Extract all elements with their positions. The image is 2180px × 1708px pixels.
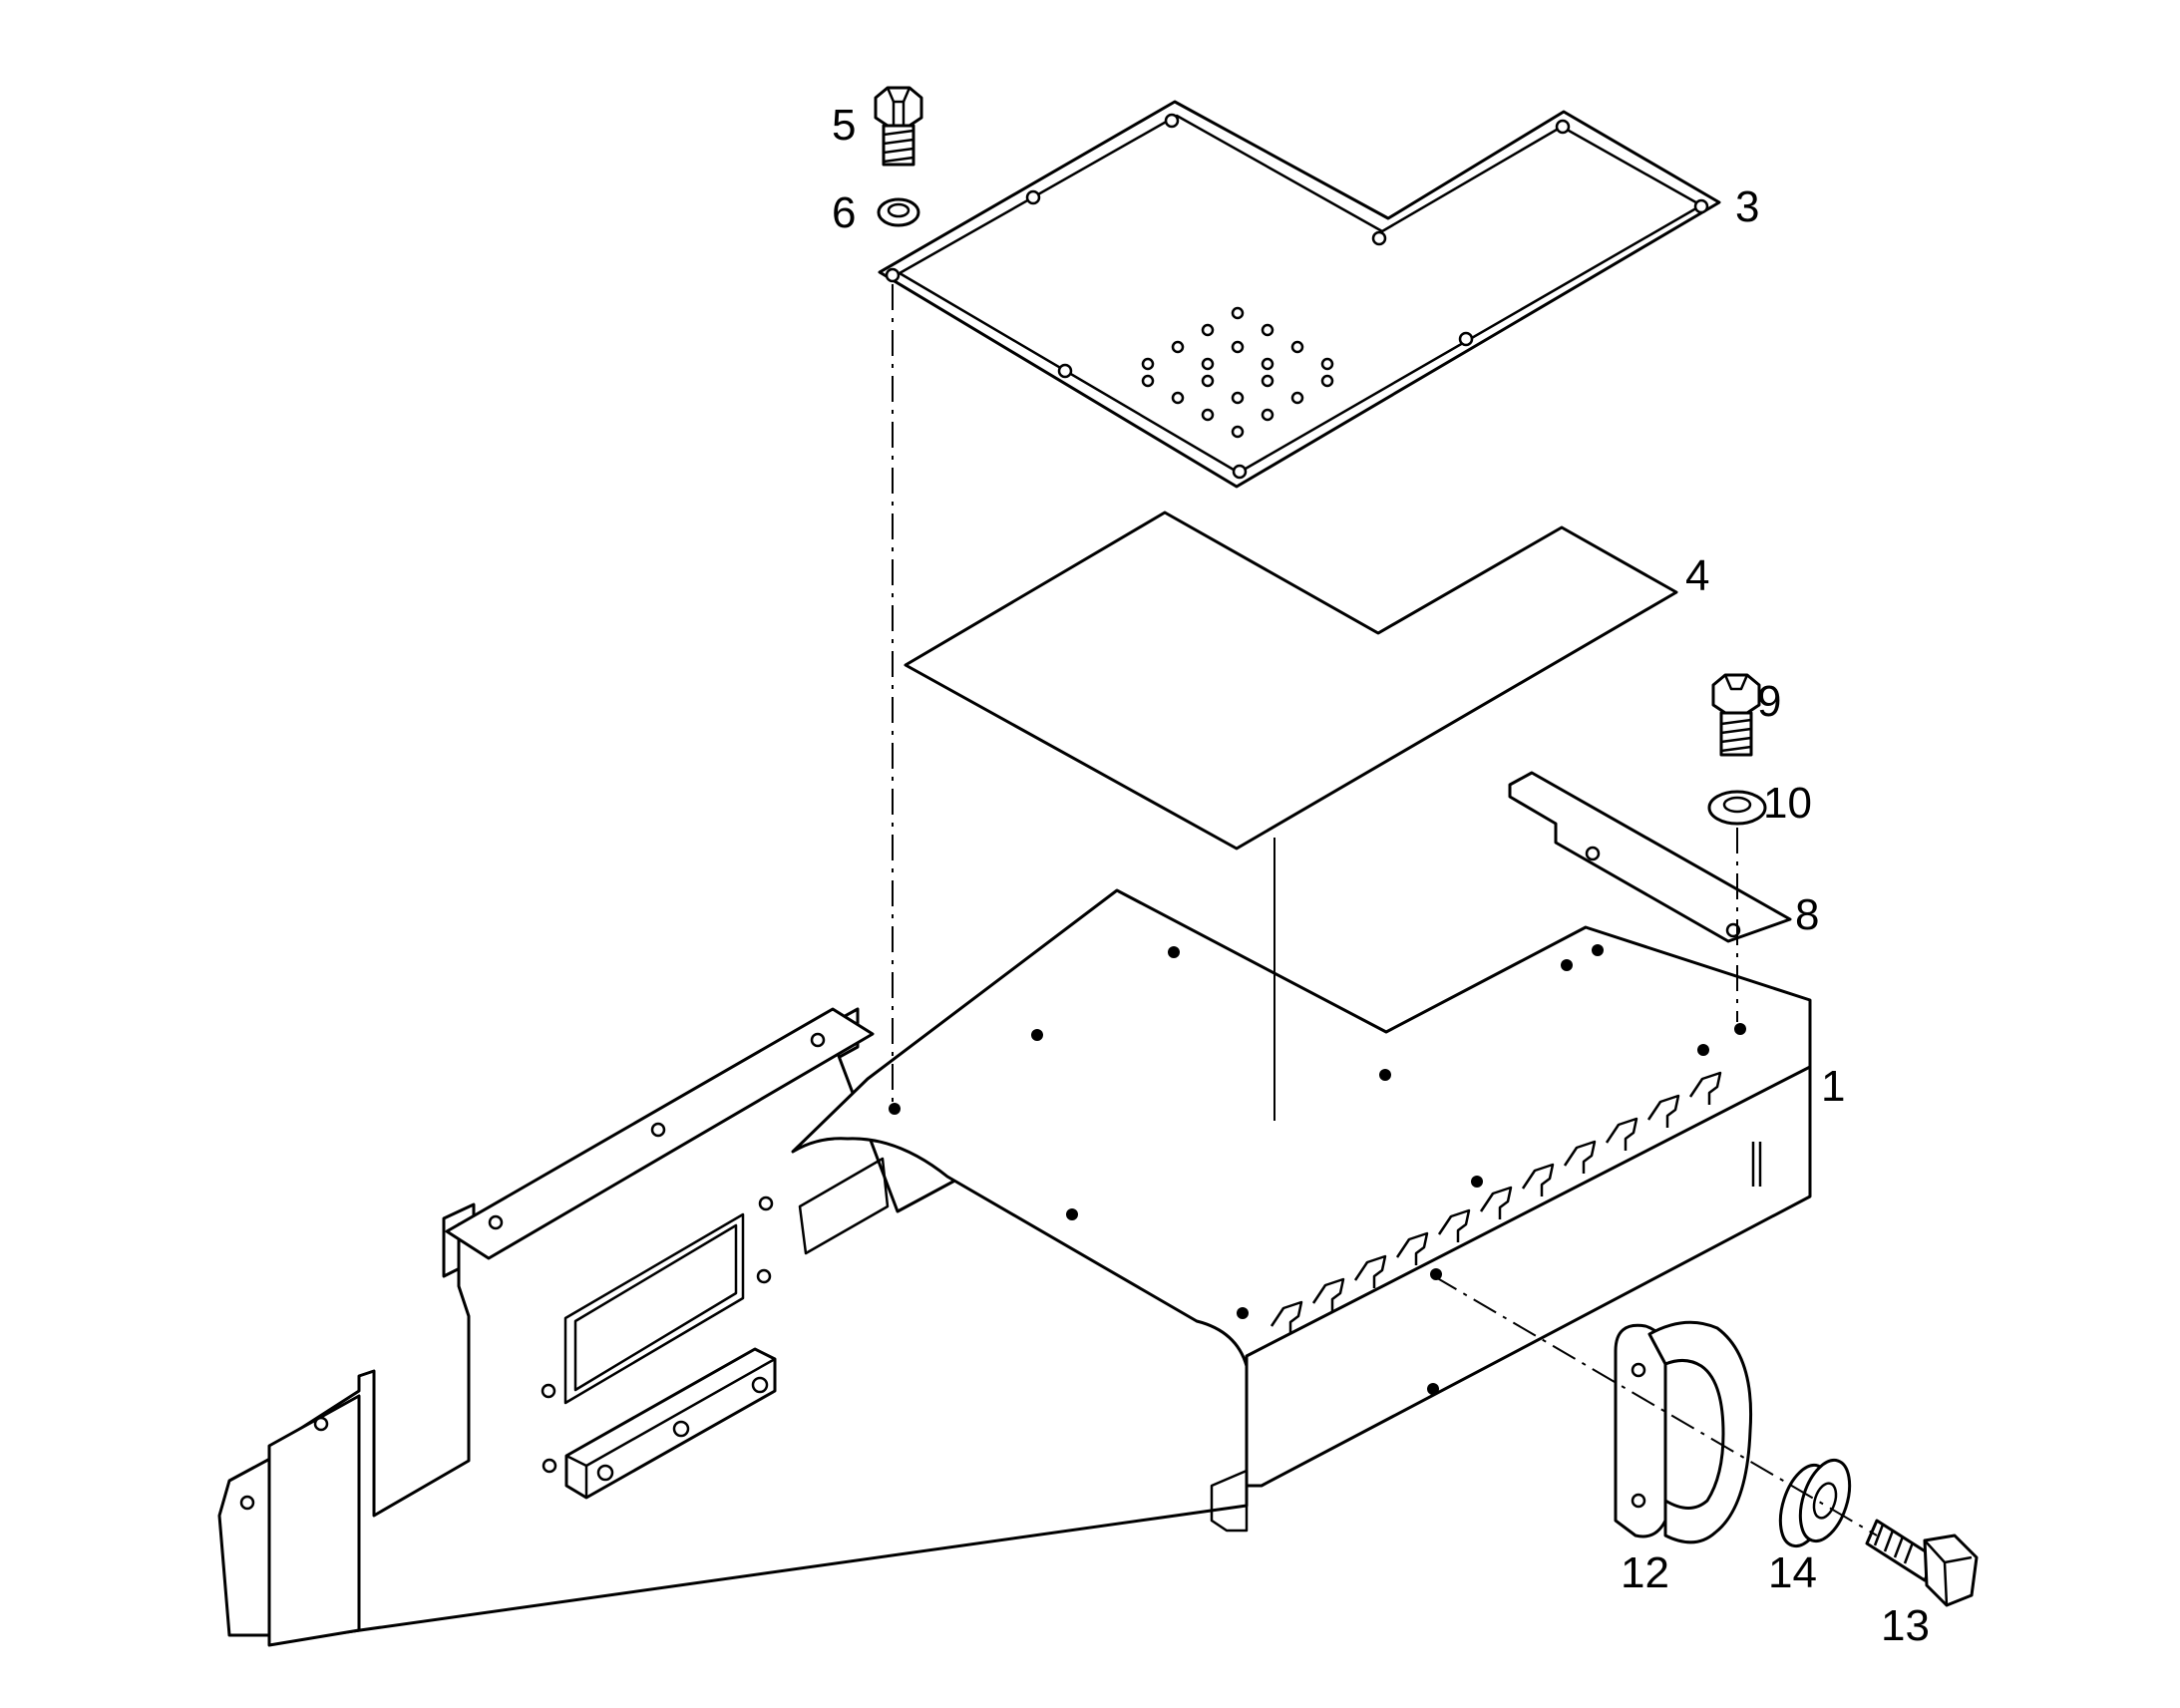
callouts: 1 3 4 5 6 8 9 10 12 13 14 — [832, 101, 1930, 1650]
callout-14: 14 — [1768, 1548, 1817, 1597]
mounting-strip-part-8 — [1508, 771, 1792, 943]
callout-10: 10 — [1763, 779, 1812, 828]
callout-6: 6 — [832, 188, 856, 237]
vent-hole-pattern — [1141, 306, 1334, 439]
bolt-part-9 — [1711, 673, 1761, 757]
assembly-axes — [892, 284, 1878, 1537]
spacer-part-14 — [1778, 1458, 1852, 1548]
callout-3: 3 — [1735, 182, 1759, 231]
callout-5: 5 — [832, 101, 856, 150]
callout-9: 9 — [1757, 677, 1781, 726]
bolt-part-13 — [1865, 1519, 1979, 1607]
callout-8: 8 — [1795, 890, 1819, 939]
housing-part-1 — [217, 888, 1812, 1647]
bolt-part-5 — [874, 86, 923, 167]
callout-13: 13 — [1881, 1601, 1930, 1650]
washer-part-10 — [1707, 790, 1767, 826]
gasket-sheet-part-4 — [904, 511, 1678, 851]
callout-12: 12 — [1621, 1548, 1669, 1597]
washer-part-6 — [877, 197, 920, 227]
handle-part-12 — [1614, 1320, 1753, 1544]
cover-plate-part-3 — [878, 100, 1721, 489]
callout-1: 1 — [1821, 1062, 1845, 1111]
callout-4: 4 — [1685, 551, 1709, 600]
